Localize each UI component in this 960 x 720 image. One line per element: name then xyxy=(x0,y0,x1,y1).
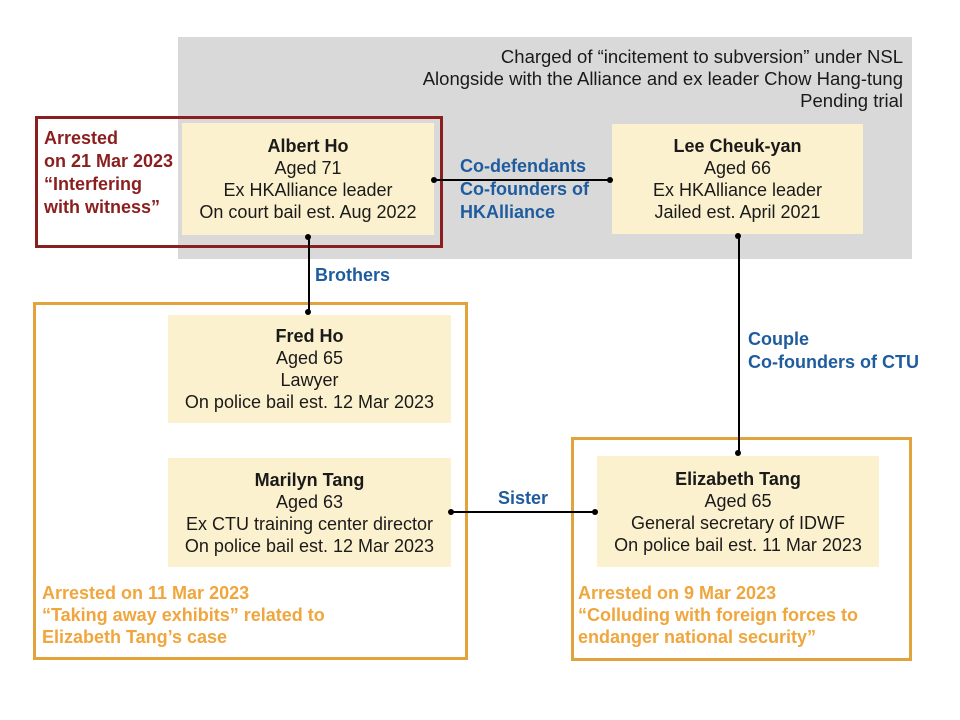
arrest-note-line: with witness” xyxy=(44,197,161,217)
charge-line: Charged of “incitement to subversion” un… xyxy=(500,46,903,67)
person-name: Fred Ho xyxy=(275,326,344,346)
relation-line: Co-defendants xyxy=(460,156,586,176)
person-detail: Aged 71 xyxy=(274,158,342,178)
person-detail: Lawyer xyxy=(280,370,339,390)
person-name: Marilyn Tang xyxy=(254,469,365,490)
connector-sister xyxy=(451,511,597,513)
person-card-elizabeth-tang: Elizabeth Tang Aged 65 General secretary… xyxy=(597,456,879,567)
connector-brothers xyxy=(308,236,310,314)
relation-line: Couple xyxy=(748,329,809,349)
person-detail: Aged 63 xyxy=(275,491,344,512)
person-detail: Aged 65 xyxy=(704,490,772,511)
person-detail: Jailed est. April 2021 xyxy=(654,202,821,222)
person-detail: On police bail est. 11 Mar 2023 xyxy=(614,534,862,555)
connector-endpoint-dot xyxy=(448,509,454,515)
arrest-note-line: Arrested xyxy=(44,128,119,148)
person-name: Lee Cheuk-yan xyxy=(673,136,802,156)
relation-line: Co-founders of xyxy=(460,179,589,199)
albert-arrest-note: Arrested on 21 Mar 2023 “Interfering wit… xyxy=(44,127,184,219)
person-detail: Ex HKAlliance leader xyxy=(223,180,393,200)
person-detail: Ex HKAlliance leader xyxy=(652,180,823,200)
person-detail: Ex CTU training center director xyxy=(185,513,434,534)
albert-arrest-frame xyxy=(35,116,443,248)
ho-tang-arrest-frame xyxy=(33,302,468,660)
connector-endpoint-dot xyxy=(735,450,741,456)
elizabeth-arrest-frame xyxy=(571,437,912,661)
connector-endpoint-dot xyxy=(735,233,741,239)
arrest-note-line: endanger national security” xyxy=(578,627,817,647)
person-name: Elizabeth Tang xyxy=(675,468,801,489)
elizabeth-arrest-note: Arrested on 9 Mar 2023 “Colluding with f… xyxy=(578,582,898,648)
person-detail: On police bail est. 12 Mar 2023 xyxy=(184,535,435,556)
connector-endpoint-dot xyxy=(305,309,311,315)
person-card-marilyn-tang: Marilyn Tang Aged 63 Ex CTU training cen… xyxy=(168,458,451,567)
connector-couple xyxy=(738,235,740,455)
connector-endpoint-dot xyxy=(431,177,437,183)
person-card-albert-ho: Albert Ho Aged 71 Ex HKAlliance leader O… xyxy=(182,123,434,235)
person-detail: On police bail est. 12 Mar 2023 xyxy=(184,392,435,412)
person-detail: Aged 66 xyxy=(703,158,772,178)
arrest-note-line: Arrested on 9 Mar 2023 xyxy=(578,583,777,603)
relation-label-brothers: Brothers xyxy=(315,265,391,285)
charge-line: Alongside with the Alliance and ex leade… xyxy=(422,68,903,89)
relation-label-couple: Couple Co-founders of CTU xyxy=(748,328,938,374)
ho-tang-arrest-note: Arrested on 11 Mar 2023 “Taking away exh… xyxy=(42,582,402,648)
arrest-note-line: Elizabeth Tang’s case xyxy=(42,627,228,647)
connector-albert-lee xyxy=(434,179,612,181)
person-detail: Aged 65 xyxy=(275,348,344,368)
arrest-note-line: “Interfering xyxy=(44,174,143,194)
nsl-charge-text: Charged of “incitement to subversion” un… xyxy=(178,46,903,112)
relation-line: HKAlliance xyxy=(460,202,556,222)
connector-endpoint-dot xyxy=(607,177,613,183)
person-detail: General secretary of IDWF xyxy=(630,512,846,533)
person-card-lee-cheuk-yan: Lee Cheuk-yan Aged 66 Ex HKAlliance lead… xyxy=(612,124,863,234)
person-detail: On court bail est. Aug 2022 xyxy=(199,202,417,222)
arrest-note-line: Arrested on 11 Mar 2023 xyxy=(42,583,250,603)
charge-line: Pending trial xyxy=(800,90,903,111)
relation-line: Co-founders of CTU xyxy=(748,352,919,372)
person-card-fred-ho: Fred Ho Aged 65 Lawyer On police bail es… xyxy=(168,315,451,423)
arrest-note-line: “Taking away exhibits” related to xyxy=(42,605,325,625)
relation-label-sister: Sister xyxy=(498,488,549,508)
connector-endpoint-dot xyxy=(592,509,598,515)
arrest-note-line: “Colluding with foreign forces to xyxy=(578,605,858,625)
connector-endpoint-dot xyxy=(305,234,311,240)
arrest-note-line: on 21 Mar 2023 xyxy=(44,151,174,171)
relation-label-codefendants: Co-defendants Co-founders of HKAlliance xyxy=(460,155,610,224)
person-name: Albert Ho xyxy=(267,136,349,156)
